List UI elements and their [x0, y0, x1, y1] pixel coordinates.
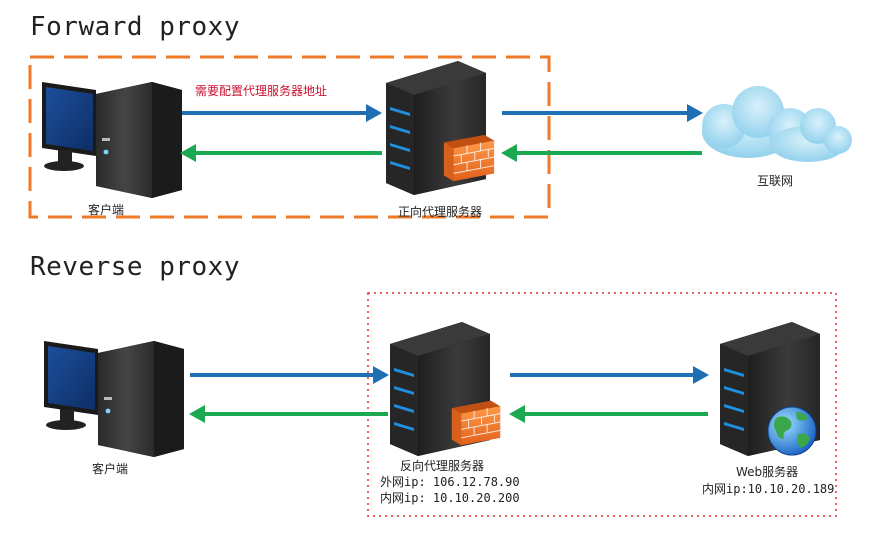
- globe-icon: [767, 406, 817, 456]
- reverse-client-computer-icon: [44, 341, 184, 457]
- forward-proxy-label: 正向代理服务器: [397, 205, 482, 219]
- forward-response-arrow-1: [180, 144, 382, 162]
- web-server-internal-ip: 内网ip:10.10.20.189: [702, 482, 835, 496]
- forward-proxy-boundary: [28, 55, 551, 219]
- reverse-firewall-icon: [451, 400, 501, 446]
- forward-proxy-title: Forward proxy: [30, 12, 240, 42]
- reverse-client-label: 客户端: [91, 462, 128, 476]
- reverse-proxy-label: 反向代理服务器: [400, 459, 485, 473]
- forward-request-arrow-1: [182, 104, 382, 122]
- web-server-label: Web服务器: [736, 465, 799, 479]
- reverse-response-arrow-1: [189, 405, 388, 423]
- forward-request-arrow-2: [502, 104, 703, 122]
- reverse-proxy-internal-ip: 内网ip: 10.10.20.200: [380, 491, 520, 505]
- reverse-request-arrow-2: [510, 366, 709, 384]
- forward-response-arrow-2: [501, 144, 702, 162]
- reverse-response-arrow-2: [509, 405, 708, 423]
- reverse-proxy-external-ip: 外网ip: 106.12.78.90: [380, 475, 520, 489]
- forward-client-computer-icon: [42, 82, 182, 198]
- reverse-request-arrow-1: [190, 366, 389, 384]
- reverse-proxy-title: Reverse proxy: [30, 252, 240, 282]
- internet-label: 互联网: [756, 174, 793, 188]
- reverse-proxy-boundary: [367, 292, 837, 517]
- forward-firewall-icon: [443, 134, 495, 182]
- internet-cloud-icon: [702, 86, 852, 162]
- proxy-config-note: 需要配置代理服务器地址: [195, 84, 328, 98]
- forward-client-label: 客户端: [87, 203, 124, 217]
